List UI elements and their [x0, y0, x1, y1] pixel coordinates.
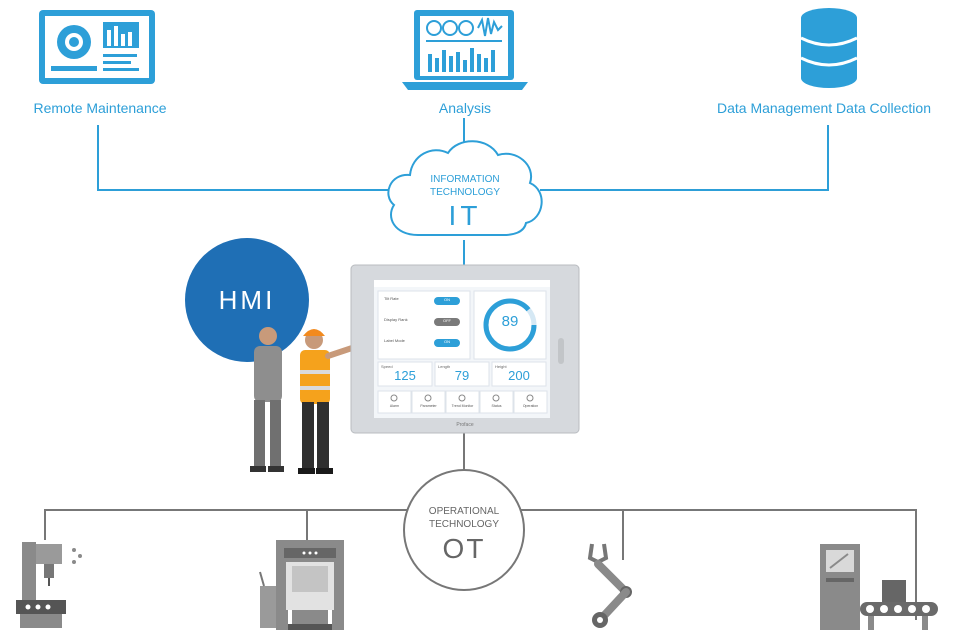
hmi-button-alarm[interactable]: Alarm — [389, 404, 400, 408]
milling-machine-icon — [16, 542, 82, 628]
hmi-button-operation[interactable]: Operation — [522, 404, 539, 408]
robot-arm-icon — [587, 543, 632, 628]
hmi-panel — [350, 264, 580, 434]
remote-maintenance-label: Remote Maintenance — [33, 100, 167, 116]
readout-value-height: 200 — [508, 368, 530, 383]
dashboard-monitor-icon — [39, 10, 155, 84]
it-line1: INFORMATION — [430, 174, 500, 185]
press-machine-icon — [259, 540, 344, 630]
toggle-state-tilt-rate: ON — [444, 297, 450, 302]
ot-line1: OPERATIONAL — [428, 506, 500, 517]
it-cloud-icon — [387, 140, 543, 236]
ot-line2: TECHNOLOGY — [428, 519, 499, 530]
readout-label-speed: Speed — [381, 364, 393, 369]
database-icon — [800, 8, 858, 88]
ot-abbr: OT — [442, 533, 486, 564]
readout-label-length: Length — [438, 364, 451, 369]
toggle-label-label-mode: Label Mode — [384, 338, 405, 343]
laptop-analysis-icon — [402, 10, 528, 90]
readout-value-speed: 125 — [394, 368, 416, 383]
toggle-state-display-rank: OFF — [443, 318, 451, 323]
it-line2: TECHNOLOGY — [429, 187, 500, 198]
hmi-brand-label: Proface — [456, 422, 474, 428]
workers-illustration — [250, 327, 361, 474]
toggle-label-tilt-rate: Tilt Rate — [384, 296, 399, 301]
hmi-button-parameter[interactable]: Parameter — [420, 404, 437, 408]
hmi-badge: HMI — [185, 238, 309, 362]
readout-label-height: Height — [495, 364, 507, 369]
hmi-button-trend-monitor[interactable]: Trend Monitor — [451, 404, 474, 408]
it-abbr: IT — [448, 200, 482, 231]
analysis-label: Analysis — [438, 100, 492, 116]
readout-value-length: 79 — [454, 368, 470, 383]
toggle-label-display-rank: Display Rank — [384, 317, 408, 322]
toggle-state-label-mode: ON — [444, 339, 450, 344]
data-management-label: Data Management Data Collection — [716, 100, 931, 116]
gauge-value: 89 — [501, 313, 519, 330]
hmi-button-status[interactable]: Status — [491, 404, 502, 408]
ot-circle — [403, 469, 525, 591]
conveyor-station-icon — [820, 544, 938, 630]
